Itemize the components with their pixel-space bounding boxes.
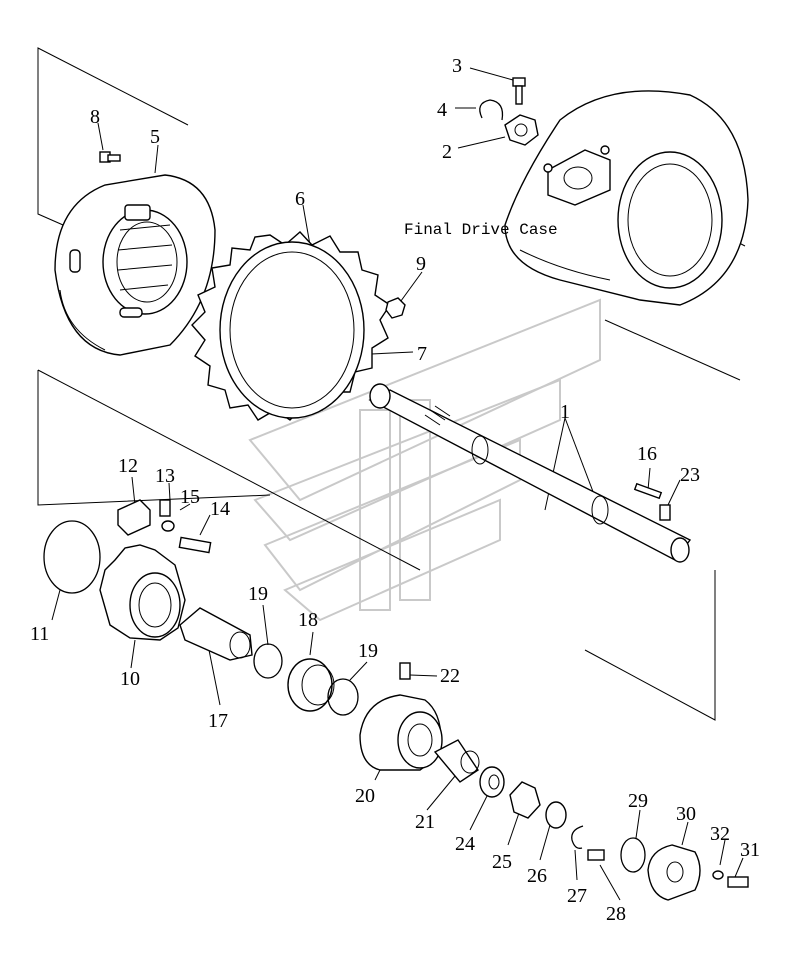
callout-7: 7	[417, 343, 427, 365]
callout-19a: 19	[248, 583, 268, 605]
o-ring-part-11	[43, 520, 101, 594]
sleeve-part-17	[179, 607, 253, 661]
ring-part-29	[620, 837, 646, 873]
leader-lines	[51, 67, 744, 901]
callout-24: 24	[455, 833, 475, 855]
callout-9: 9	[416, 253, 426, 275]
plug-part-23	[659, 504, 671, 521]
callout-1: 1	[560, 401, 570, 423]
bolt-part-31	[727, 876, 749, 888]
callout-27: 27	[567, 885, 587, 907]
case-label: Final Drive Case	[404, 221, 558, 239]
callout-11: 11	[30, 623, 49, 645]
callout-10: 10	[120, 668, 140, 690]
watermark-logo	[248, 298, 601, 622]
carrier-part-20	[359, 694, 443, 771]
seal-part-18	[287, 658, 335, 712]
callout-28: 28	[606, 903, 626, 925]
callout-15: 15	[180, 486, 200, 508]
nut-part-25	[509, 781, 541, 819]
final-drive-case	[504, 90, 749, 306]
callout-23: 23	[680, 464, 700, 486]
pin-part-13	[159, 499, 171, 517]
ring-part-19a	[253, 643, 283, 679]
bushing-part-21	[433, 739, 480, 783]
sprocket-part-6	[191, 231, 391, 421]
callout-17: 17	[208, 710, 228, 732]
washer-part-15	[161, 520, 175, 532]
bolt-part-3	[512, 77, 526, 105]
bolt-part-28	[587, 849, 605, 861]
callout-18: 18	[298, 609, 318, 631]
cover-part-30	[647, 844, 701, 901]
callout-12: 12	[118, 455, 138, 477]
callout-25: 25	[492, 851, 512, 873]
lock-part-26	[545, 801, 567, 829]
callout-16: 16	[637, 443, 657, 465]
callout-13: 13	[155, 465, 175, 487]
hub-part-5	[54, 174, 216, 356]
plug-part-22	[399, 662, 411, 680]
ring-part-4	[479, 99, 504, 121]
washer-part-32	[712, 870, 724, 880]
callout-21: 21	[415, 811, 435, 833]
bolt-part-8	[99, 151, 121, 163]
callout-31: 31	[740, 839, 760, 861]
callout-32: 32	[710, 823, 730, 845]
callout-labels: 1 2 3 4 5 6 7 8 9 10 11 12 13 14 15 16 1…	[30, 55, 760, 925]
callout-29: 29	[628, 790, 648, 812]
callout-8: 8	[90, 106, 100, 128]
nut-part-2	[504, 114, 539, 146]
bolt-part-14	[178, 536, 212, 554]
callout-19b: 19	[358, 640, 378, 662]
callout-6: 6	[295, 188, 305, 210]
callout-4: 4	[437, 99, 447, 121]
callout-22: 22	[440, 665, 460, 687]
snap-ring-part-27	[571, 825, 584, 849]
callout-30: 30	[676, 803, 696, 825]
nut-part-9	[385, 297, 406, 319]
washer-part-24	[479, 766, 505, 798]
ring-part-19b	[327, 678, 359, 716]
callout-5: 5	[150, 126, 160, 148]
shaft-part-1	[368, 383, 692, 563]
gear-hub-part-10	[99, 544, 186, 641]
callout-3: 3	[452, 55, 462, 77]
callout-2: 2	[442, 141, 452, 163]
bracket-part-12	[117, 499, 151, 536]
callout-20: 20	[355, 785, 375, 807]
callout-14: 14	[210, 498, 230, 520]
callout-26: 26	[527, 865, 547, 887]
pin-part-16	[633, 482, 663, 500]
